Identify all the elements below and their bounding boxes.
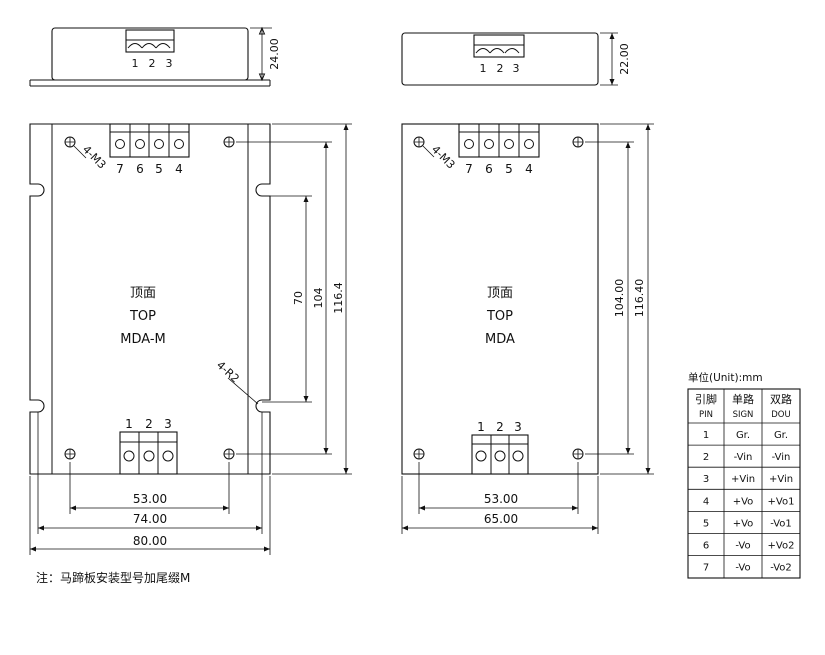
pin-table-cell: +Vin bbox=[731, 474, 755, 485]
left-bottom-pin-1: 1 bbox=[125, 417, 133, 431]
pin-table-cell: Gr. bbox=[736, 430, 750, 441]
right-top-terminal bbox=[458, 123, 540, 158]
mount-hole bbox=[223, 136, 235, 148]
left-pin-4: 4 bbox=[175, 162, 183, 176]
pin-table-unit: 单位(Unit):mm bbox=[688, 371, 763, 384]
left-bottom-pin-2: 2 bbox=[145, 417, 153, 431]
mount-hole bbox=[223, 448, 235, 460]
pin-table-cell: -Vo bbox=[735, 541, 750, 552]
right-dim-65: 65.00 bbox=[484, 512, 518, 526]
pin-table-cell: -Vin bbox=[772, 452, 791, 463]
pin-table-cell: 3 bbox=[703, 474, 709, 485]
left-plate-outline bbox=[29, 123, 271, 475]
right-dim-104: 104.00 bbox=[613, 279, 626, 318]
left-height-dim: 24.00 bbox=[268, 38, 281, 70]
pin-table-header-en: DOU bbox=[771, 410, 790, 420]
right-side-body bbox=[401, 32, 599, 86]
right-height-dim: 22.00 bbox=[618, 43, 631, 75]
pin-table-cell: +Vo bbox=[733, 496, 754, 507]
right-side-pin-2: 2 bbox=[497, 62, 504, 75]
pin-table-header-en: PIN bbox=[699, 410, 713, 420]
left-pin-7: 7 bbox=[116, 162, 124, 176]
pin-table-cell: 2 bbox=[703, 452, 709, 463]
pin-table-cell: 6 bbox=[703, 541, 709, 552]
left-top-view: 4-M3 7 6 5 4 1 2 3 顶面 TOP MDA-M 4-R2 bbox=[29, 123, 352, 555]
mount-hole bbox=[413, 448, 425, 460]
left-pin-6: 6 bbox=[136, 162, 144, 176]
right-pin-4: 4 bbox=[525, 162, 533, 176]
right-pin-5: 5 bbox=[505, 162, 513, 176]
right-mount-holes bbox=[413, 136, 584, 460]
right-dim-53: 53.00 bbox=[484, 492, 518, 506]
mount-hole bbox=[572, 136, 584, 148]
mount-hole bbox=[64, 136, 76, 148]
right-top-view: 4-M3 7 6 5 4 1 2 3 顶面 TOP MDA bbox=[401, 123, 654, 534]
left-dim-116: 116.4 bbox=[332, 282, 345, 314]
left-vertical-dims bbox=[236, 123, 352, 475]
mount-hole bbox=[572, 448, 584, 460]
pin-table-header-cn: 引脚 bbox=[695, 392, 717, 406]
right-side-terminal bbox=[473, 34, 525, 58]
right-model-label: MDA bbox=[485, 332, 515, 347]
pin-table-cell: +Vin bbox=[769, 474, 793, 485]
pin-table-cell: +Vo1 bbox=[768, 496, 795, 507]
left-side-pin-2: 2 bbox=[149, 57, 156, 70]
right-top-label: TOP bbox=[486, 309, 513, 324]
left-dim-74: 74.00 bbox=[133, 512, 167, 526]
left-side-view: 1 2 3 24.00 bbox=[29, 26, 281, 87]
left-model-label: MDA-M bbox=[120, 332, 166, 347]
left-bottom-terminal bbox=[119, 431, 178, 475]
pin-table-cell: Gr. bbox=[774, 430, 788, 441]
pin-table-cell: -Vin bbox=[734, 452, 753, 463]
mounting-note: 注：马蹄板安装型号加尾缀M bbox=[36, 570, 190, 585]
left-mount-holes bbox=[64, 136, 235, 460]
left-face-label: 顶面 bbox=[130, 286, 156, 301]
left-pin-5: 5 bbox=[155, 162, 163, 176]
pin-table-cell: 5 bbox=[703, 518, 709, 529]
pin-table-cell: -Vo bbox=[735, 563, 750, 574]
pin-table-cell: -Vo2 bbox=[770, 563, 792, 574]
left-dim-104: 104 bbox=[312, 288, 325, 309]
right-pin-7: 7 bbox=[465, 162, 473, 176]
left-dim-70: 70 bbox=[292, 291, 305, 305]
pin-table-rows: 引脚 PIN 单路 SIGN 双路 DOU 1 Gr. Gr. 2 -Vin -Vin 3 +Vin +Vi… bbox=[688, 389, 800, 578]
pin-table-border bbox=[687, 388, 801, 579]
right-pin-6: 6 bbox=[485, 162, 493, 176]
right-side-pin-1: 1 bbox=[480, 62, 487, 75]
pin-table-cell: 7 bbox=[703, 563, 709, 574]
left-top-label: TOP bbox=[129, 309, 156, 324]
left-bottom-pin-3: 3 bbox=[164, 417, 172, 431]
pin-table-header-cn: 双路 bbox=[770, 393, 792, 406]
left-dim-80: 80.00 bbox=[133, 534, 167, 548]
right-side-view: 1 2 3 22.00 bbox=[401, 32, 631, 86]
right-bottom-pin-1: 1 bbox=[477, 420, 485, 434]
left-horizontal-dims bbox=[29, 412, 271, 555]
mount-hole bbox=[413, 136, 425, 148]
pin-table-cell: 4 bbox=[703, 496, 709, 507]
pin-table-cell: +Vo bbox=[733, 518, 754, 529]
right-bottom-terminal bbox=[471, 434, 529, 475]
right-dim-116: 116.40 bbox=[633, 279, 646, 318]
left-dim-53: 53.00 bbox=[133, 492, 167, 506]
left-side-pin-1: 1 bbox=[132, 57, 139, 70]
right-side-pin-3: 3 bbox=[513, 62, 520, 75]
pin-table-cell: -Vo1 bbox=[770, 518, 792, 529]
right-bottom-pin-2: 2 bbox=[496, 420, 504, 434]
right-plate-outline bbox=[401, 123, 599, 475]
right-horizontal-dims bbox=[401, 462, 599, 534]
left-side-terminal bbox=[125, 29, 175, 53]
pin-table-cell: 1 bbox=[703, 430, 709, 441]
mount-hole bbox=[64, 448, 76, 460]
left-side-pin-3: 3 bbox=[166, 57, 173, 70]
pin-table-header-cn: 单路 bbox=[732, 393, 754, 406]
right-face-label: 顶面 bbox=[487, 286, 513, 301]
left-top-terminal bbox=[109, 123, 190, 158]
pin-table: 单位(Unit):mm 引脚 PIN 单路 SIGN 双路 DOU 1 Gr. Gr. 2 -Vin… bbox=[687, 371, 801, 579]
pin-table-header-en: SIGN bbox=[733, 410, 754, 420]
right-bottom-pin-3: 3 bbox=[514, 420, 522, 434]
pin-table-cell: +Vo2 bbox=[768, 541, 795, 552]
right-vertical-dims bbox=[585, 123, 654, 475]
